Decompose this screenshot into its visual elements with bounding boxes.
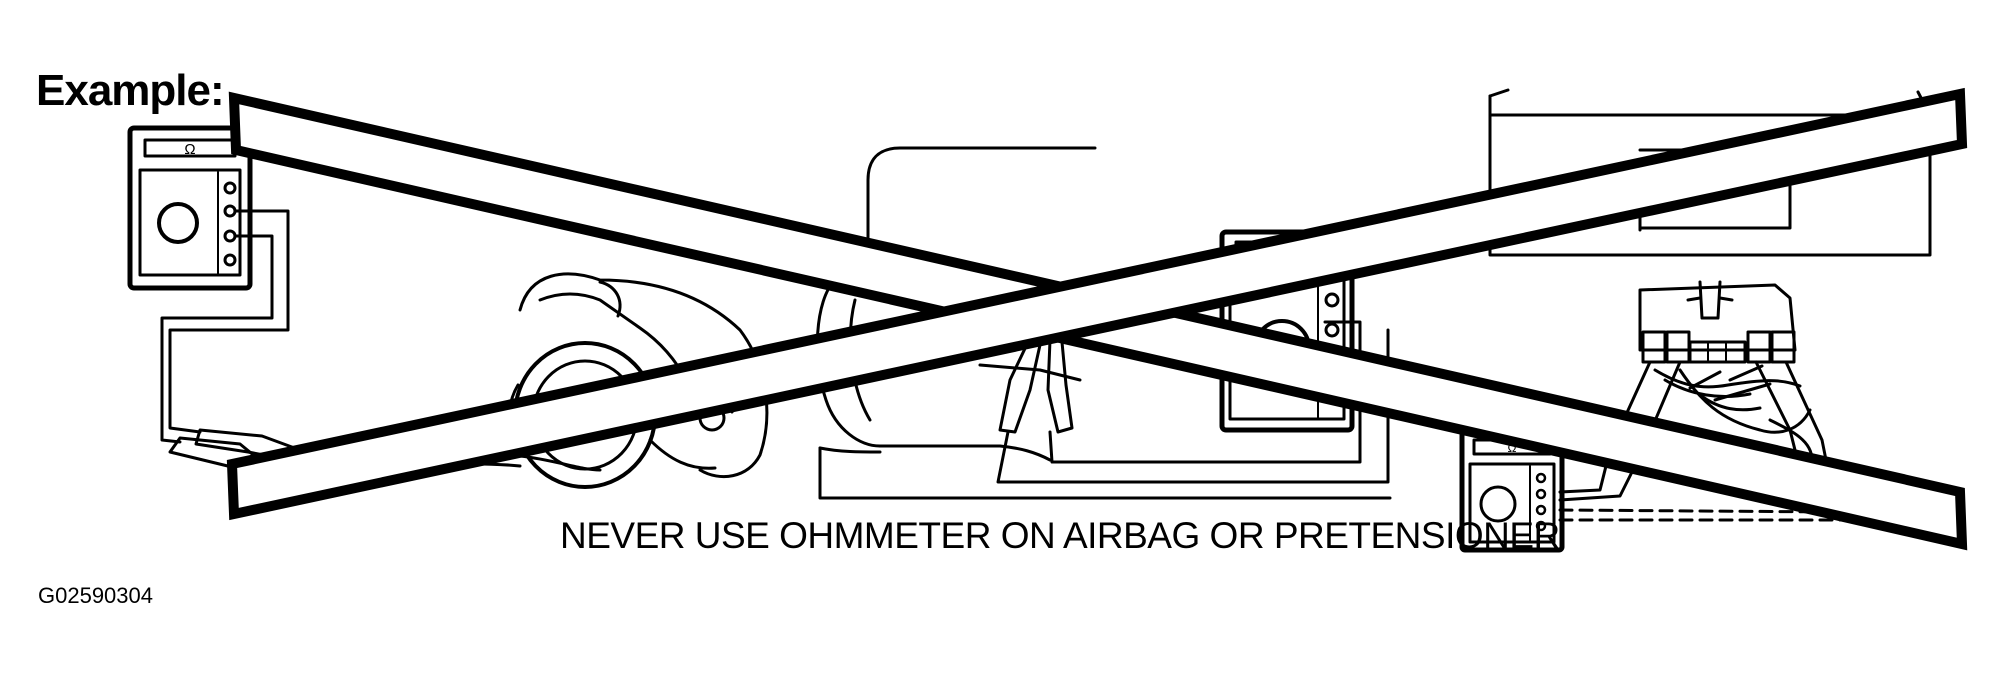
ohm-symbol-left: Ω bbox=[184, 141, 195, 158]
warning-caption: NEVER USE OHMMETER ON AIRBAG OR PRETENSI… bbox=[560, 515, 1560, 556]
prohibition-cross bbox=[226, 87, 1968, 551]
ohmmeter-left: Ω bbox=[127, 125, 253, 291]
test-leads-right bbox=[1558, 360, 1844, 522]
example-label: Example: bbox=[36, 66, 225, 115]
figure-id: G02590304 bbox=[38, 583, 153, 608]
ohm-symbol-right: Ω bbox=[1508, 441, 1517, 455]
pretensioner-connector bbox=[1638, 280, 1814, 462]
